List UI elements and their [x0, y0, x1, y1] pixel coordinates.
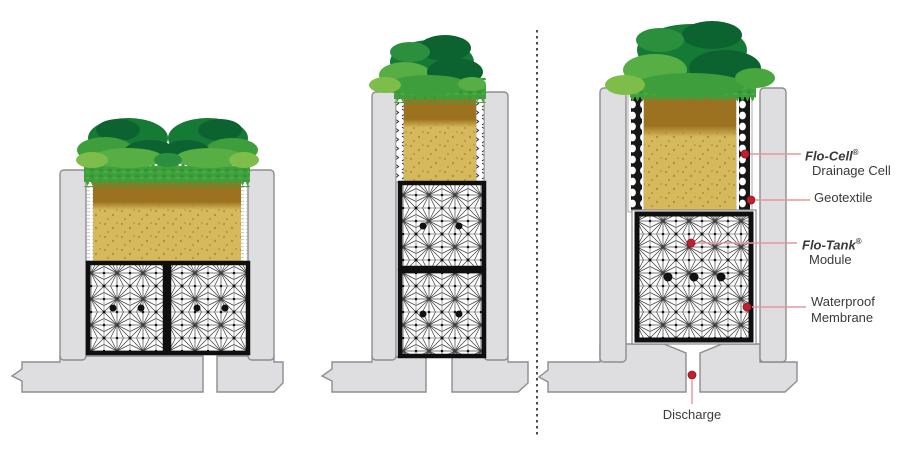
label-flo-cell: Flo-Cell®: [805, 145, 859, 163]
flo-tank-module: [397, 180, 487, 271]
label-discharge: Discharge: [662, 407, 722, 422]
base-slab-right: [451, 356, 529, 393]
wall-left: [599, 87, 627, 363]
base-slab-left: [10, 355, 204, 393]
base-slab-left: [320, 356, 427, 393]
wall-right: [483, 91, 509, 361]
module-connector-dots: [109, 304, 229, 312]
soil: [644, 96, 736, 210]
red-dot-marker-waterproof: [742, 302, 752, 312]
foliage: [369, 35, 486, 95]
red-dot-marker-flo-tank: [686, 238, 696, 248]
base-slab-right: [699, 343, 798, 393]
wall-left: [59, 169, 87, 361]
module-connector-dots: [419, 222, 463, 318]
label-geotextile: Geotextile: [814, 190, 873, 205]
planter-wide: [10, 118, 284, 393]
flo-tank-module: [397, 268, 487, 359]
red-dot-marker-geotextile: [746, 195, 756, 205]
label-drainage-cell: Drainage Cell: [812, 163, 891, 178]
registered-mark: ®: [855, 237, 862, 246]
lining-strip: [86, 175, 94, 264]
soil: [404, 97, 476, 182]
label-flo-tank-text: Flo-Tank: [802, 237, 856, 253]
flo-cell-strip: [627, 93, 645, 213]
planter-narrow: [320, 35, 529, 393]
lining-strip: [240, 175, 248, 264]
wall-right: [759, 87, 787, 363]
module-connector-dots: [663, 272, 726, 282]
wall-right: [247, 169, 275, 361]
red-dot-marker-flo-cell: [740, 149, 750, 159]
flo-tank-module: [166, 260, 251, 356]
base-slab-right: [216, 355, 284, 393]
label-flo-cell-text: Flo-Cell: [805, 148, 853, 164]
label-flo-tank: Flo-Tank®: [802, 234, 862, 252]
drainage-cell-strip: [395, 96, 405, 183]
flo-tank-module: [85, 260, 168, 356]
drainage-cell-strip: [475, 96, 485, 183]
registered-mark: ®: [852, 148, 859, 157]
label-waterproof: Waterproof: [811, 294, 875, 309]
foliage: [76, 118, 259, 168]
planter-annotated: [537, 21, 798, 393]
foliage: [605, 21, 775, 97]
red-dot-marker-discharge: [687, 370, 697, 380]
wall-left: [371, 91, 397, 361]
label-module: Module: [809, 252, 852, 267]
soil: [93, 180, 241, 263]
callouts: [691, 153, 810, 404]
label-membrane: Membrane: [811, 310, 874, 325]
